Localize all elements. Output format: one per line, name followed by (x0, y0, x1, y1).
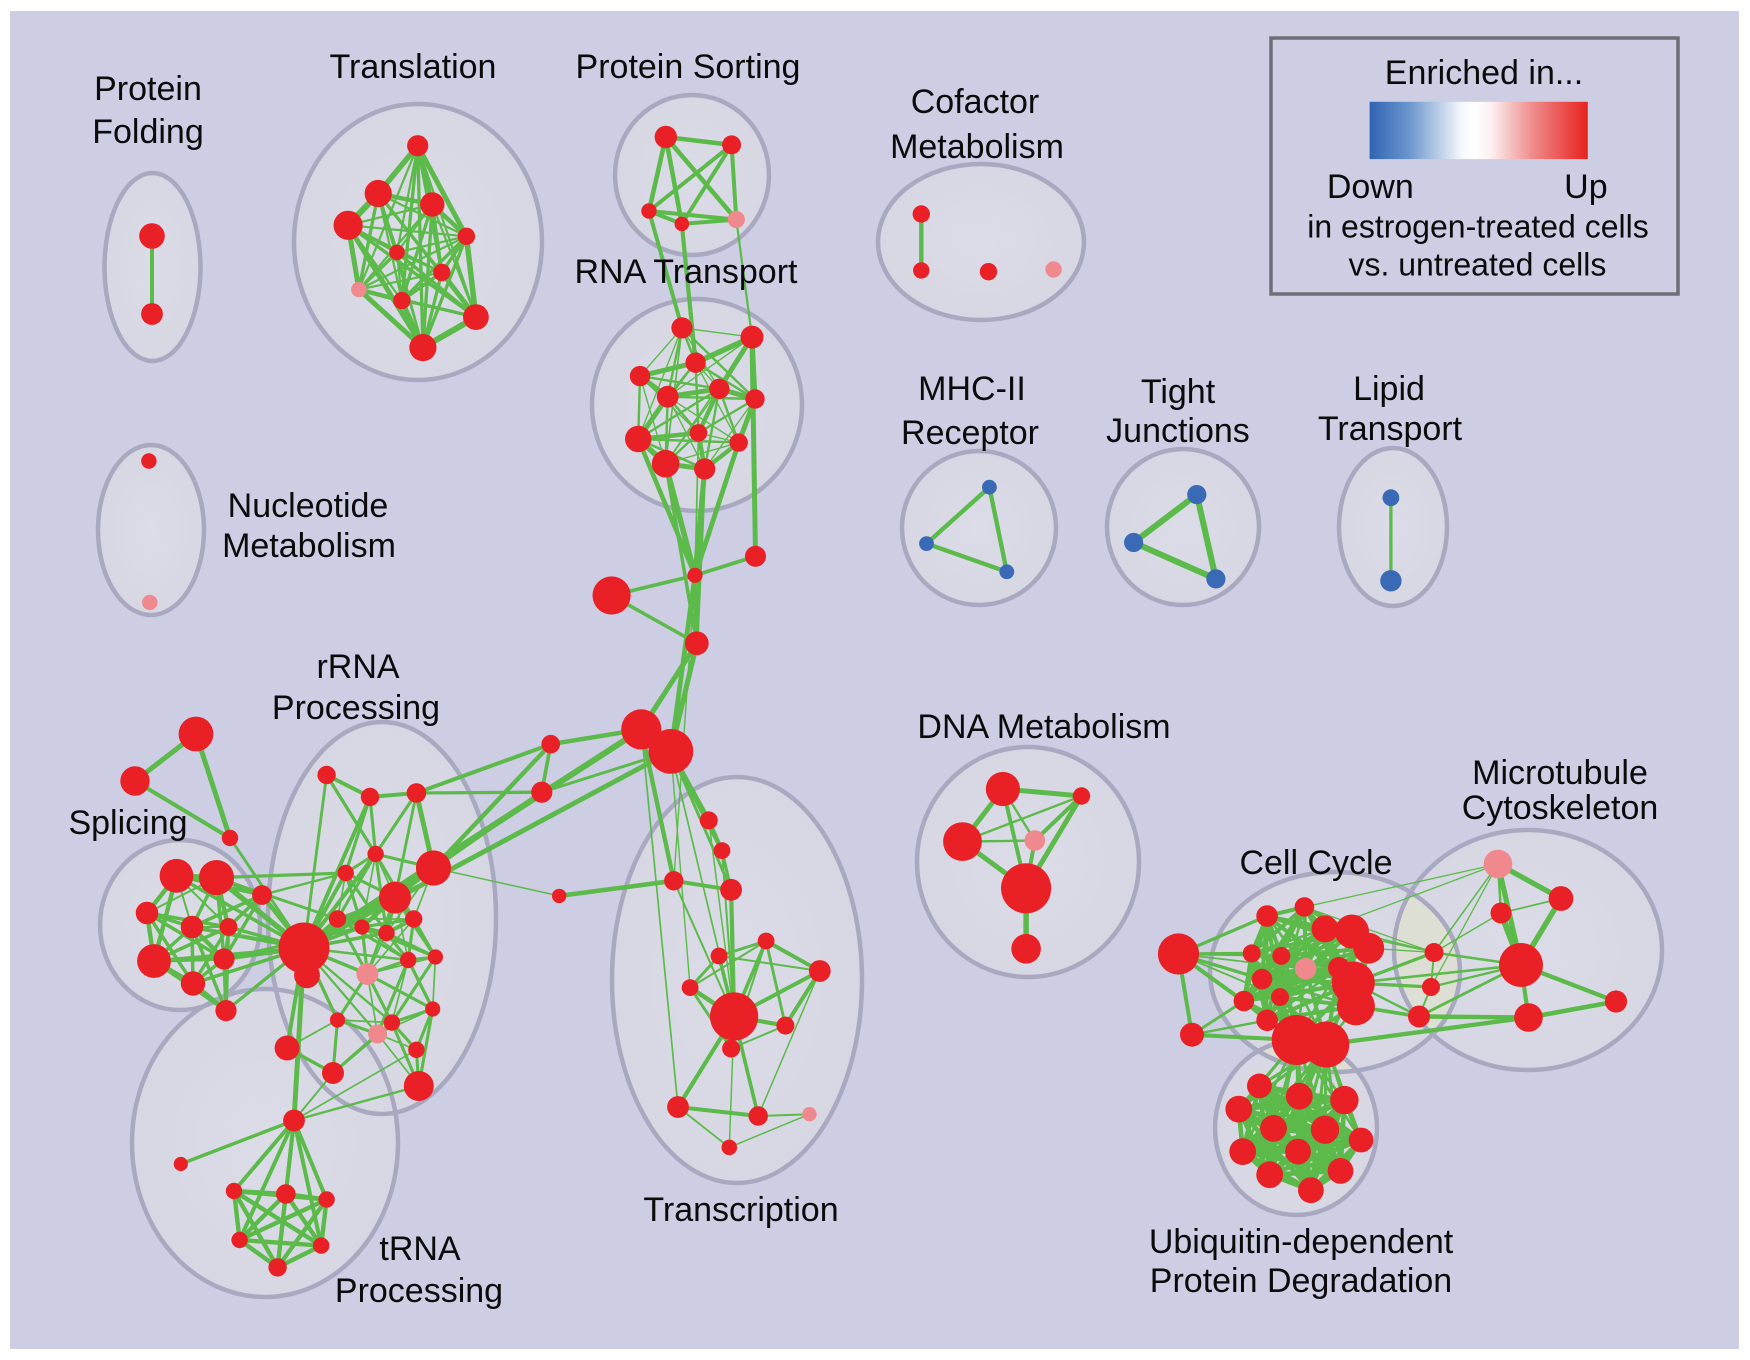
svg-text:Protein: Protein (94, 70, 202, 108)
svg-text:Ubiquitin-dependent: Ubiquitin-dependent (1149, 1223, 1454, 1261)
svg-text:rRNA: rRNA (316, 648, 399, 686)
svg-text:vs. untreated cells: vs. untreated cells (1348, 247, 1606, 283)
svg-text:RNA Transport: RNA Transport (575, 253, 799, 291)
svg-text:Receptor: Receptor (901, 414, 1039, 452)
svg-text:Protein Sorting: Protein Sorting (576, 48, 801, 86)
svg-text:Cytoskeleton: Cytoskeleton (1462, 789, 1659, 827)
svg-text:Transcription: Transcription (643, 1191, 838, 1229)
svg-text:Cell Cycle: Cell Cycle (1239, 844, 1392, 882)
svg-text:Microtubule: Microtubule (1472, 754, 1648, 792)
svg-text:Protein Degradation: Protein Degradation (1150, 1262, 1452, 1300)
svg-text:MHC-II: MHC-II (918, 370, 1026, 408)
svg-text:Metabolism: Metabolism (890, 128, 1064, 166)
svg-text:Processing: Processing (272, 689, 440, 727)
svg-text:Tight: Tight (1141, 373, 1216, 411)
svg-text:Folding: Folding (92, 113, 204, 151)
svg-text:Junctions: Junctions (1106, 412, 1250, 450)
svg-text:Nucleotide: Nucleotide (228, 487, 389, 525)
svg-text:in estrogen-treated cells: in estrogen-treated cells (1307, 209, 1649, 245)
svg-text:tRNA: tRNA (379, 1230, 461, 1268)
svg-text:Splicing: Splicing (68, 804, 187, 842)
svg-text:Enriched in...: Enriched in... (1385, 54, 1583, 92)
svg-text:Up: Up (1564, 168, 1607, 206)
svg-text:Cofactor: Cofactor (911, 83, 1040, 121)
svg-text:Processing: Processing (335, 1272, 503, 1310)
svg-text:Metabolism: Metabolism (222, 527, 396, 565)
svg-text:DNA Metabolism: DNA Metabolism (917, 708, 1170, 746)
svg-text:Lipid: Lipid (1353, 370, 1425, 408)
svg-text:Transport: Transport (1318, 410, 1463, 448)
svg-text:Down: Down (1327, 168, 1414, 206)
svg-text:Translation: Translation (330, 48, 497, 86)
